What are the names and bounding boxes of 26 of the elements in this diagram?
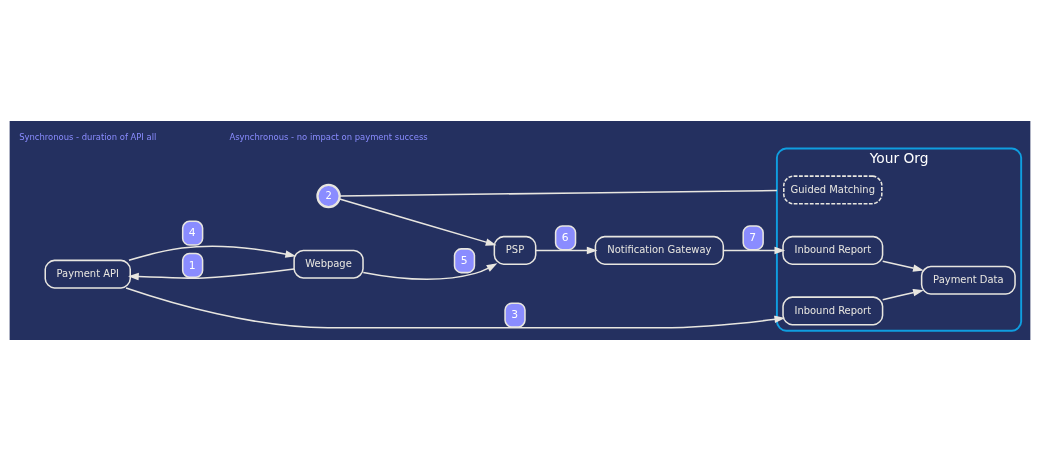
arrow — [128, 244, 297, 261]
arrow — [881, 260, 924, 272]
arrow — [722, 246, 786, 254]
node-box: Guided Matching — [783, 174, 883, 204]
label: Synchronous - duration of API all — [19, 131, 157, 142]
arrow — [338, 197, 497, 246]
arrow — [535, 246, 598, 254]
node-box: Inbound Report — [782, 295, 884, 325]
node-box: Payment Data — [920, 265, 1016, 295]
node-box: Inbound Report — [782, 235, 884, 265]
node-box: Webpage — [293, 249, 364, 279]
arrow — [362, 262, 498, 280]
node-box: PSP — [493, 235, 537, 265]
label: Asynchronous - no impact on payment success — [229, 131, 428, 142]
edge-label: 7 — [749, 230, 757, 244]
edge-label: 6 — [561, 230, 569, 244]
edge-label: 5 — [460, 253, 468, 267]
node-circle: 2 — [316, 183, 341, 208]
edge-label: 3 — [511, 307, 519, 321]
arrow — [881, 288, 924, 300]
edge-label: 1 — [188, 258, 196, 272]
connector — [339, 189, 778, 197]
node-box: Notification Gateway — [594, 235, 725, 265]
node-box: Payment API — [44, 259, 131, 289]
arrow — [128, 267, 295, 280]
edge-label: 4 — [188, 225, 196, 239]
